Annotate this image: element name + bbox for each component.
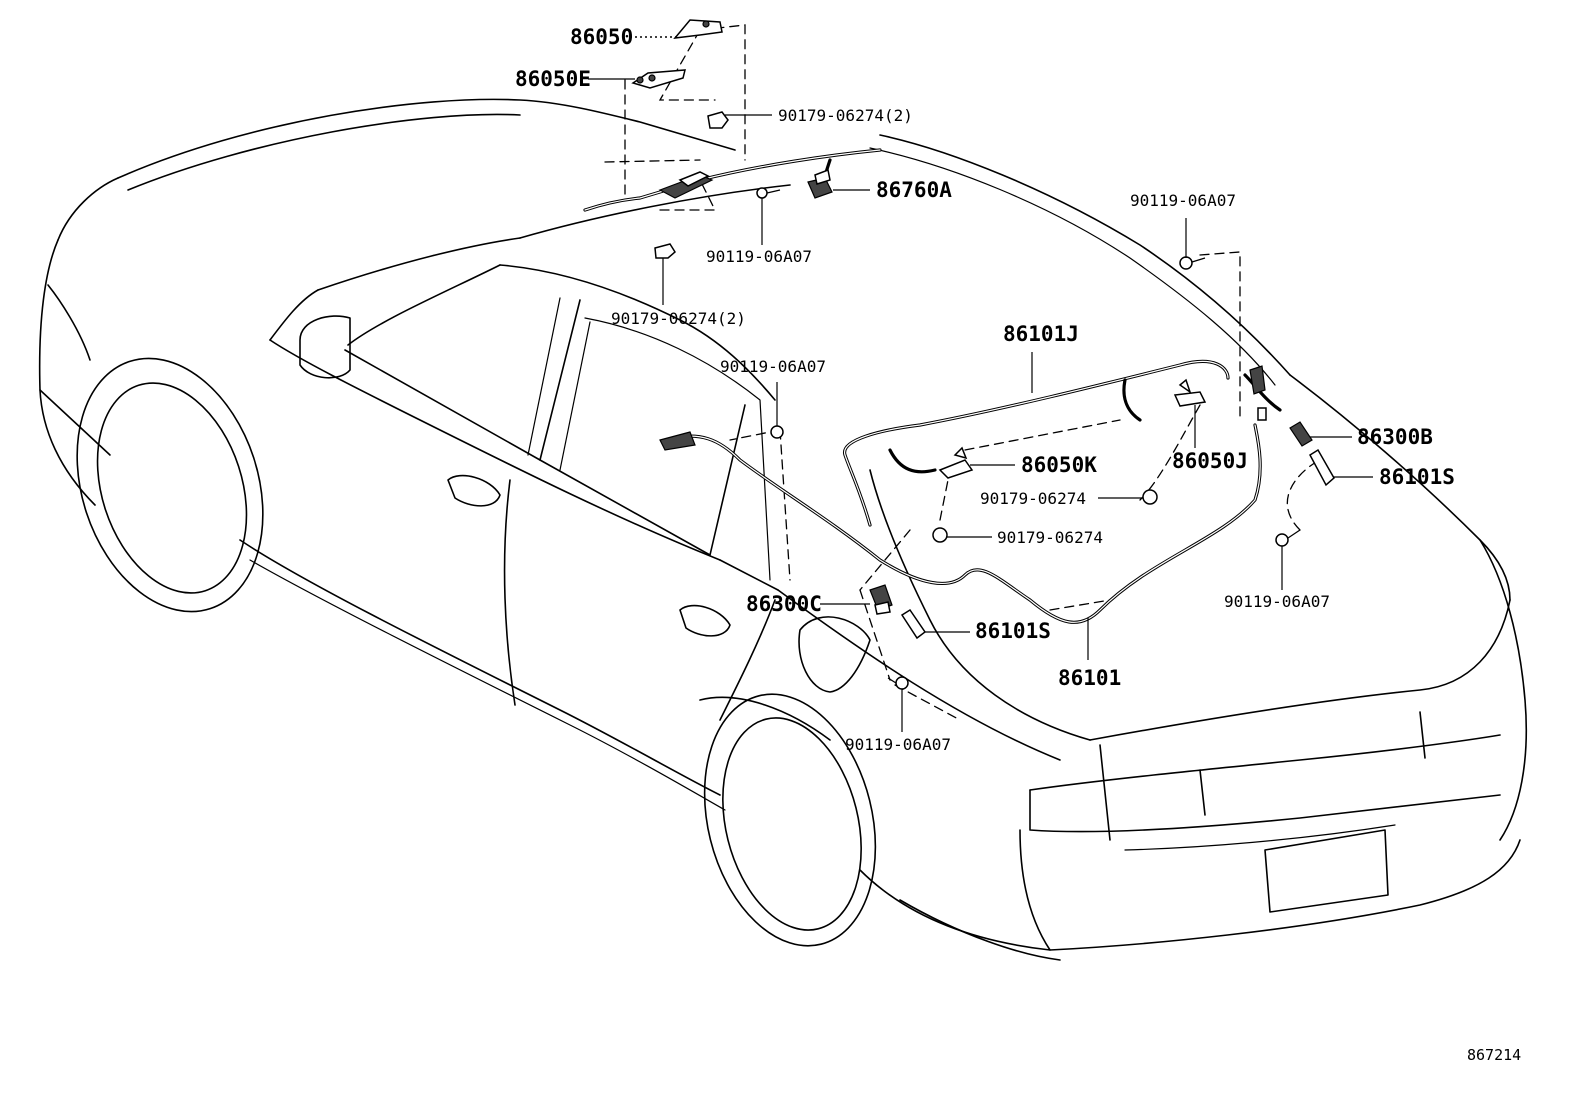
part-90179-left — [654, 243, 676, 259]
part-86050 — [673, 19, 723, 39]
part-86101S-right — [1309, 448, 1335, 487]
label-90179-top: 90179-06274(2) — [778, 106, 913, 125]
part-labels: 86050 86050E 90179-06274(2) 86760A 90119… — [515, 25, 1521, 1064]
label-90119-bottom: 90119-06A07 — [845, 735, 951, 754]
label-86101S-right: 86101S — [1379, 465, 1455, 489]
label-86101S-left: 86101S — [975, 619, 1051, 643]
label-90179-trunk2: 90179-06274 — [997, 528, 1103, 547]
label-86050K: 86050K — [1021, 453, 1097, 477]
label-86050J: 86050J — [1172, 449, 1248, 473]
label-90179-left: 90179-06274(2) — [611, 309, 746, 328]
roof-antenna-wire — [583, 148, 882, 212]
part-90179-trunk2 — [932, 527, 948, 543]
car-body — [38, 98, 1528, 961]
part-86760A — [807, 168, 833, 199]
leader-lines — [588, 36, 1373, 732]
part-90119-top-mid — [756, 187, 781, 199]
side-antenna-wire — [663, 373, 1282, 624]
part-90119-bottom — [887, 676, 909, 690]
label-86760A: 86760A — [876, 178, 952, 202]
part-86101S-left — [900, 608, 927, 640]
label-90119-right-top: 90119-06A07 — [1130, 191, 1236, 210]
label-90179-trunk1: 90179-06274 — [980, 489, 1086, 508]
label-86050: 86050 — [570, 25, 633, 49]
part-90119-right-top — [1179, 256, 1206, 270]
label-90119-side: 90119-06A07 — [720, 357, 826, 376]
label-86300C: 86300C — [746, 592, 822, 616]
window-antenna-wire — [843, 359, 1230, 527]
part-90179-trunk1 — [1142, 489, 1158, 505]
label-86050E: 86050E — [515, 67, 591, 91]
part-90119-right-bottom — [1275, 529, 1301, 547]
label-86300B: 86300B — [1357, 425, 1433, 449]
part-86050J — [1173, 378, 1207, 407]
part-roof-amplifier — [658, 171, 714, 199]
part-86300B — [1249, 365, 1313, 447]
label-86101J: 86101J — [1003, 322, 1079, 346]
label-90119-top-mid: 90119-06A07 — [706, 247, 812, 266]
part-86300C — [869, 584, 893, 615]
part-90179-top — [707, 111, 729, 129]
figure-id: 867214 — [1467, 1046, 1521, 1064]
label-86101: 86101 — [1058, 666, 1121, 690]
label-90119-right-bottom: 90119-06A07 — [1224, 592, 1330, 611]
parts — [631, 19, 1335, 690]
part-86050E — [631, 69, 686, 89]
part-86050K — [938, 446, 974, 479]
dashed-guides — [604, 24, 1321, 721]
